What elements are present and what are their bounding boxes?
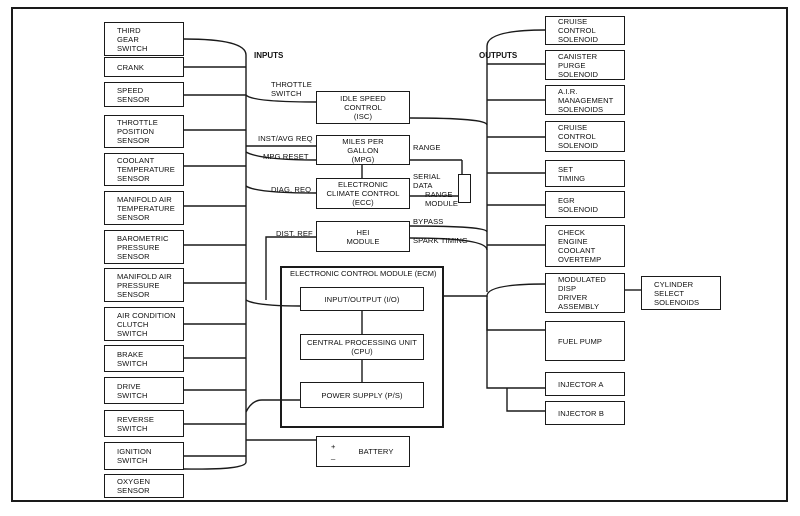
range-module: [458, 174, 471, 203]
label-dist-ref: DIST. REF: [276, 229, 313, 238]
inputs-heading: INPUTS: [254, 51, 284, 60]
module-isc: IDLE SPEED CONTROL (ISC): [316, 91, 410, 124]
input-manifold-air-pressure-sensor: MANIFOLD AIR PRESSURE SENSOR: [104, 268, 184, 302]
battery-plus: +: [331, 442, 336, 451]
input-oxygen-sensor: OXYGEN SENSOR: [104, 474, 184, 498]
input-throttle-position-sensor: THROTTLE POSITION SENSOR: [104, 115, 184, 148]
label-range: RANGE: [413, 143, 441, 152]
output-cruise-control-solenoid-2: CRUISE CONTROL SOLENOID: [545, 121, 625, 152]
ecm-power-supply: POWER SUPPLY (P/S): [300, 382, 424, 408]
input-third-gear-switch: THIRD GEAR SWITCH: [104, 22, 184, 56]
module-hei: HEI MODULE: [316, 221, 410, 252]
battery-box: + _ BATTERY: [316, 436, 410, 467]
input-air-condition-clutch-switch: AIR CONDITION CLUTCH SWITCH: [104, 307, 184, 341]
ecm-cpu: CENTRAL PROCESSING UNIT (CPU): [300, 334, 424, 360]
label-diag-req: DIAG. REQ: [271, 185, 312, 194]
input-manifold-air-temperature-sensor: MANIFOLD AIR TEMPERATURE SENSOR: [104, 191, 184, 225]
output-injector-a: INJECTOR A: [545, 372, 625, 396]
battery-label: BATTERY: [358, 447, 394, 456]
output-set-timing: SET TIMING: [545, 160, 625, 187]
ecm-title: ELECTRONIC CONTROL MODULE (ECM): [290, 269, 437, 278]
ecm-io: INPUT/OUTPUT (I/O): [300, 287, 424, 311]
output-air-management-solenoids: A.I.R. MANAGEMENT SOLENOIDS: [545, 85, 625, 115]
input-crank: CRANK: [104, 57, 184, 77]
ecm-enclosure: [280, 266, 444, 428]
input-coolant-temperature-sensor: COOLANT TEMPERATURE SENSOR: [104, 153, 184, 186]
output-fuel-pump: FUEL PUMP: [545, 321, 625, 361]
label-throttle-switch: THROTTLE SWITCH: [271, 80, 312, 98]
output-canister-purge-solenoid: CANISTER PURGE SOLENOID: [545, 50, 625, 80]
diagram-frame: [11, 7, 788, 502]
module-mpg: MILES PER GALLON (MPG): [316, 135, 410, 165]
output-cruise-control-solenoid-1: CRUISE CONTROL SOLENOID: [545, 16, 625, 45]
input-drive-switch: DRIVE SWITCH: [104, 377, 184, 404]
output-egr-solenoid: EGR SOLENOID: [545, 191, 625, 218]
label-inst-avg-req: INST/AVG REQ: [258, 134, 313, 143]
output-cylinder-select-solenoids: CYLINDER SELECT SOLENOIDS: [641, 276, 721, 310]
input-reverse-switch: REVERSE SWITCH: [104, 410, 184, 437]
battery-minus: _: [331, 451, 336, 460]
output-injector-b: INJECTOR B: [545, 401, 625, 425]
label-spark-timing: SPARK TIMING: [413, 236, 468, 245]
input-brake-switch: BRAKE SWITCH: [104, 345, 184, 372]
outputs-heading: OUTPUTS: [479, 51, 518, 60]
label-mpg-reset: MPG RESET: [263, 152, 309, 161]
input-ignition-switch: IGNITION SWITCH: [104, 442, 184, 470]
input-speed-sensor: SPEED SENSOR: [104, 82, 184, 107]
output-modulated-disp-driver-assembly: MODULATED DISP DRIVER ASSEMBLY: [545, 273, 625, 313]
output-check-engine-coolant-overtemp: CHECK ENGINE COOLANT OVERTEMP: [545, 225, 625, 267]
label-range-module: RANGE MODULE: [425, 190, 459, 208]
module-ecc: ELECTRONIC CLIMATE CONTROL (ECC): [316, 178, 410, 209]
input-barometric-pressure-sensor: BAROMETRIC PRESSURE SENSOR: [104, 230, 184, 264]
label-bypass: BYPASS: [413, 217, 444, 226]
label-serial-data: SERIAL DATA: [413, 172, 441, 190]
